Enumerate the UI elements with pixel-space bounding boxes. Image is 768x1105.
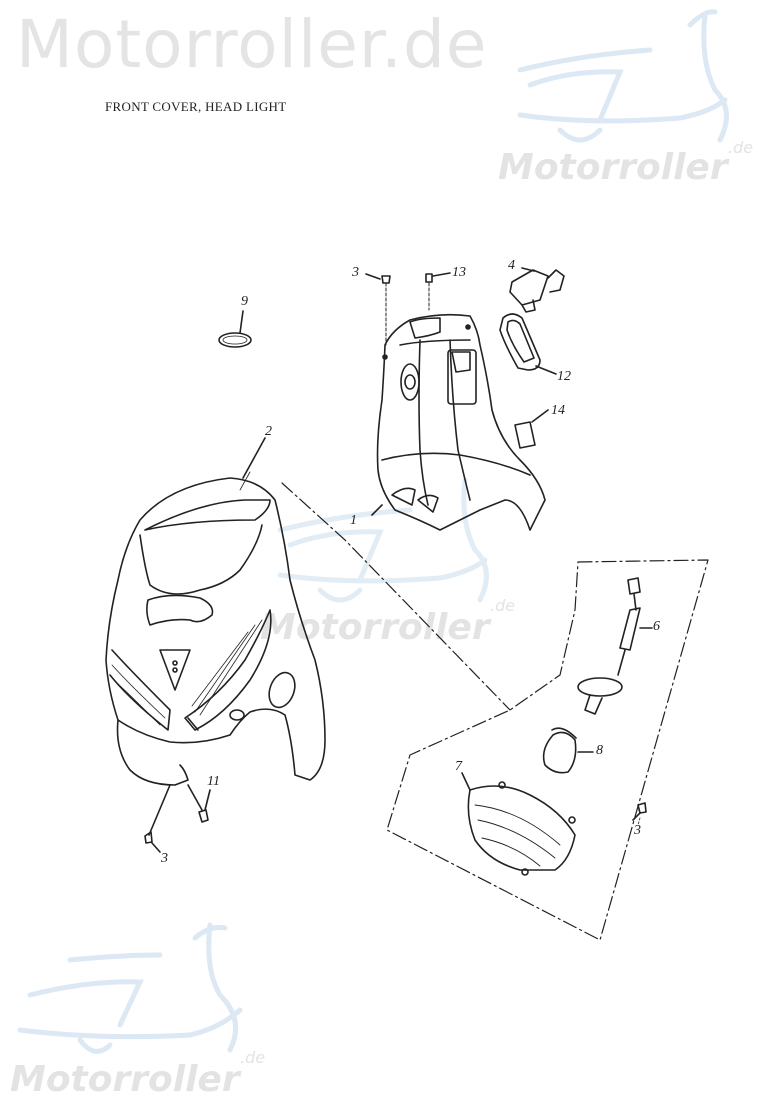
screw-part-3-headlight bbox=[632, 802, 647, 826]
callout-label-3-bottom: 3 bbox=[161, 851, 168, 866]
bulb-part-8 bbox=[542, 727, 594, 774]
watermark-logo-text-top-right: Motorroller bbox=[498, 147, 728, 188]
callout-label-1: 1 bbox=[350, 513, 357, 528]
ignition-switch-part-4 bbox=[509, 267, 565, 313]
inner-cover-part-1 bbox=[371, 313, 546, 531]
watermark-logo-text-bottom-left: Motorroller bbox=[10, 1059, 240, 1100]
headlight-part-7 bbox=[461, 772, 576, 876]
watermark-text-top: Motorroller.de bbox=[16, 6, 488, 83]
front-cover-part-2 bbox=[105, 437, 326, 786]
callout-label-7: 7 bbox=[455, 759, 462, 774]
watermark-logo-text-center: Motorroller bbox=[260, 607, 490, 648]
bulb-socket-part-6 bbox=[577, 577, 653, 715]
callout-label-3-headlight: 3 bbox=[634, 823, 641, 838]
lock-frame-part-12 bbox=[499, 313, 557, 375]
watermark-logo-suffix-center: .de bbox=[490, 596, 516, 615]
callout-label-2: 2 bbox=[265, 424, 272, 439]
callout-label-13: 13 bbox=[452, 265, 466, 280]
screw-part-3-top bbox=[365, 273, 391, 346]
watermark-scooter-logo-bottom-left bbox=[17, 922, 243, 1054]
callout-label-11: 11 bbox=[207, 774, 220, 789]
watermark-logo-suffix-bottom-left: .de bbox=[240, 1048, 266, 1067]
callout-label-8: 8 bbox=[596, 743, 603, 758]
watermark-scooter-logo-top-right bbox=[517, 9, 729, 143]
callout-label-6: 6 bbox=[653, 619, 660, 634]
callout-label-12: 12 bbox=[557, 369, 571, 384]
watermark-logo-suffix-top-right: .de bbox=[728, 138, 754, 157]
diagram-title: FRONT COVER, HEAD LIGHT bbox=[105, 99, 287, 114]
callout-label-14: 14 bbox=[551, 403, 565, 418]
screw-part-3-bottom bbox=[144, 784, 171, 853]
emblem-part-9 bbox=[218, 310, 252, 348]
callout-label-3-top: 3 bbox=[352, 265, 359, 280]
nut-clip-part-11 bbox=[187, 784, 211, 823]
watermark-scooter-logo-center bbox=[277, 477, 489, 603]
callout-label-9: 9 bbox=[241, 294, 248, 309]
callout-label-4: 4 bbox=[508, 258, 515, 273]
cap-part-14 bbox=[514, 409, 549, 449]
headlight-boundary bbox=[281, 482, 709, 941]
bolt-part-13 bbox=[425, 272, 451, 311]
